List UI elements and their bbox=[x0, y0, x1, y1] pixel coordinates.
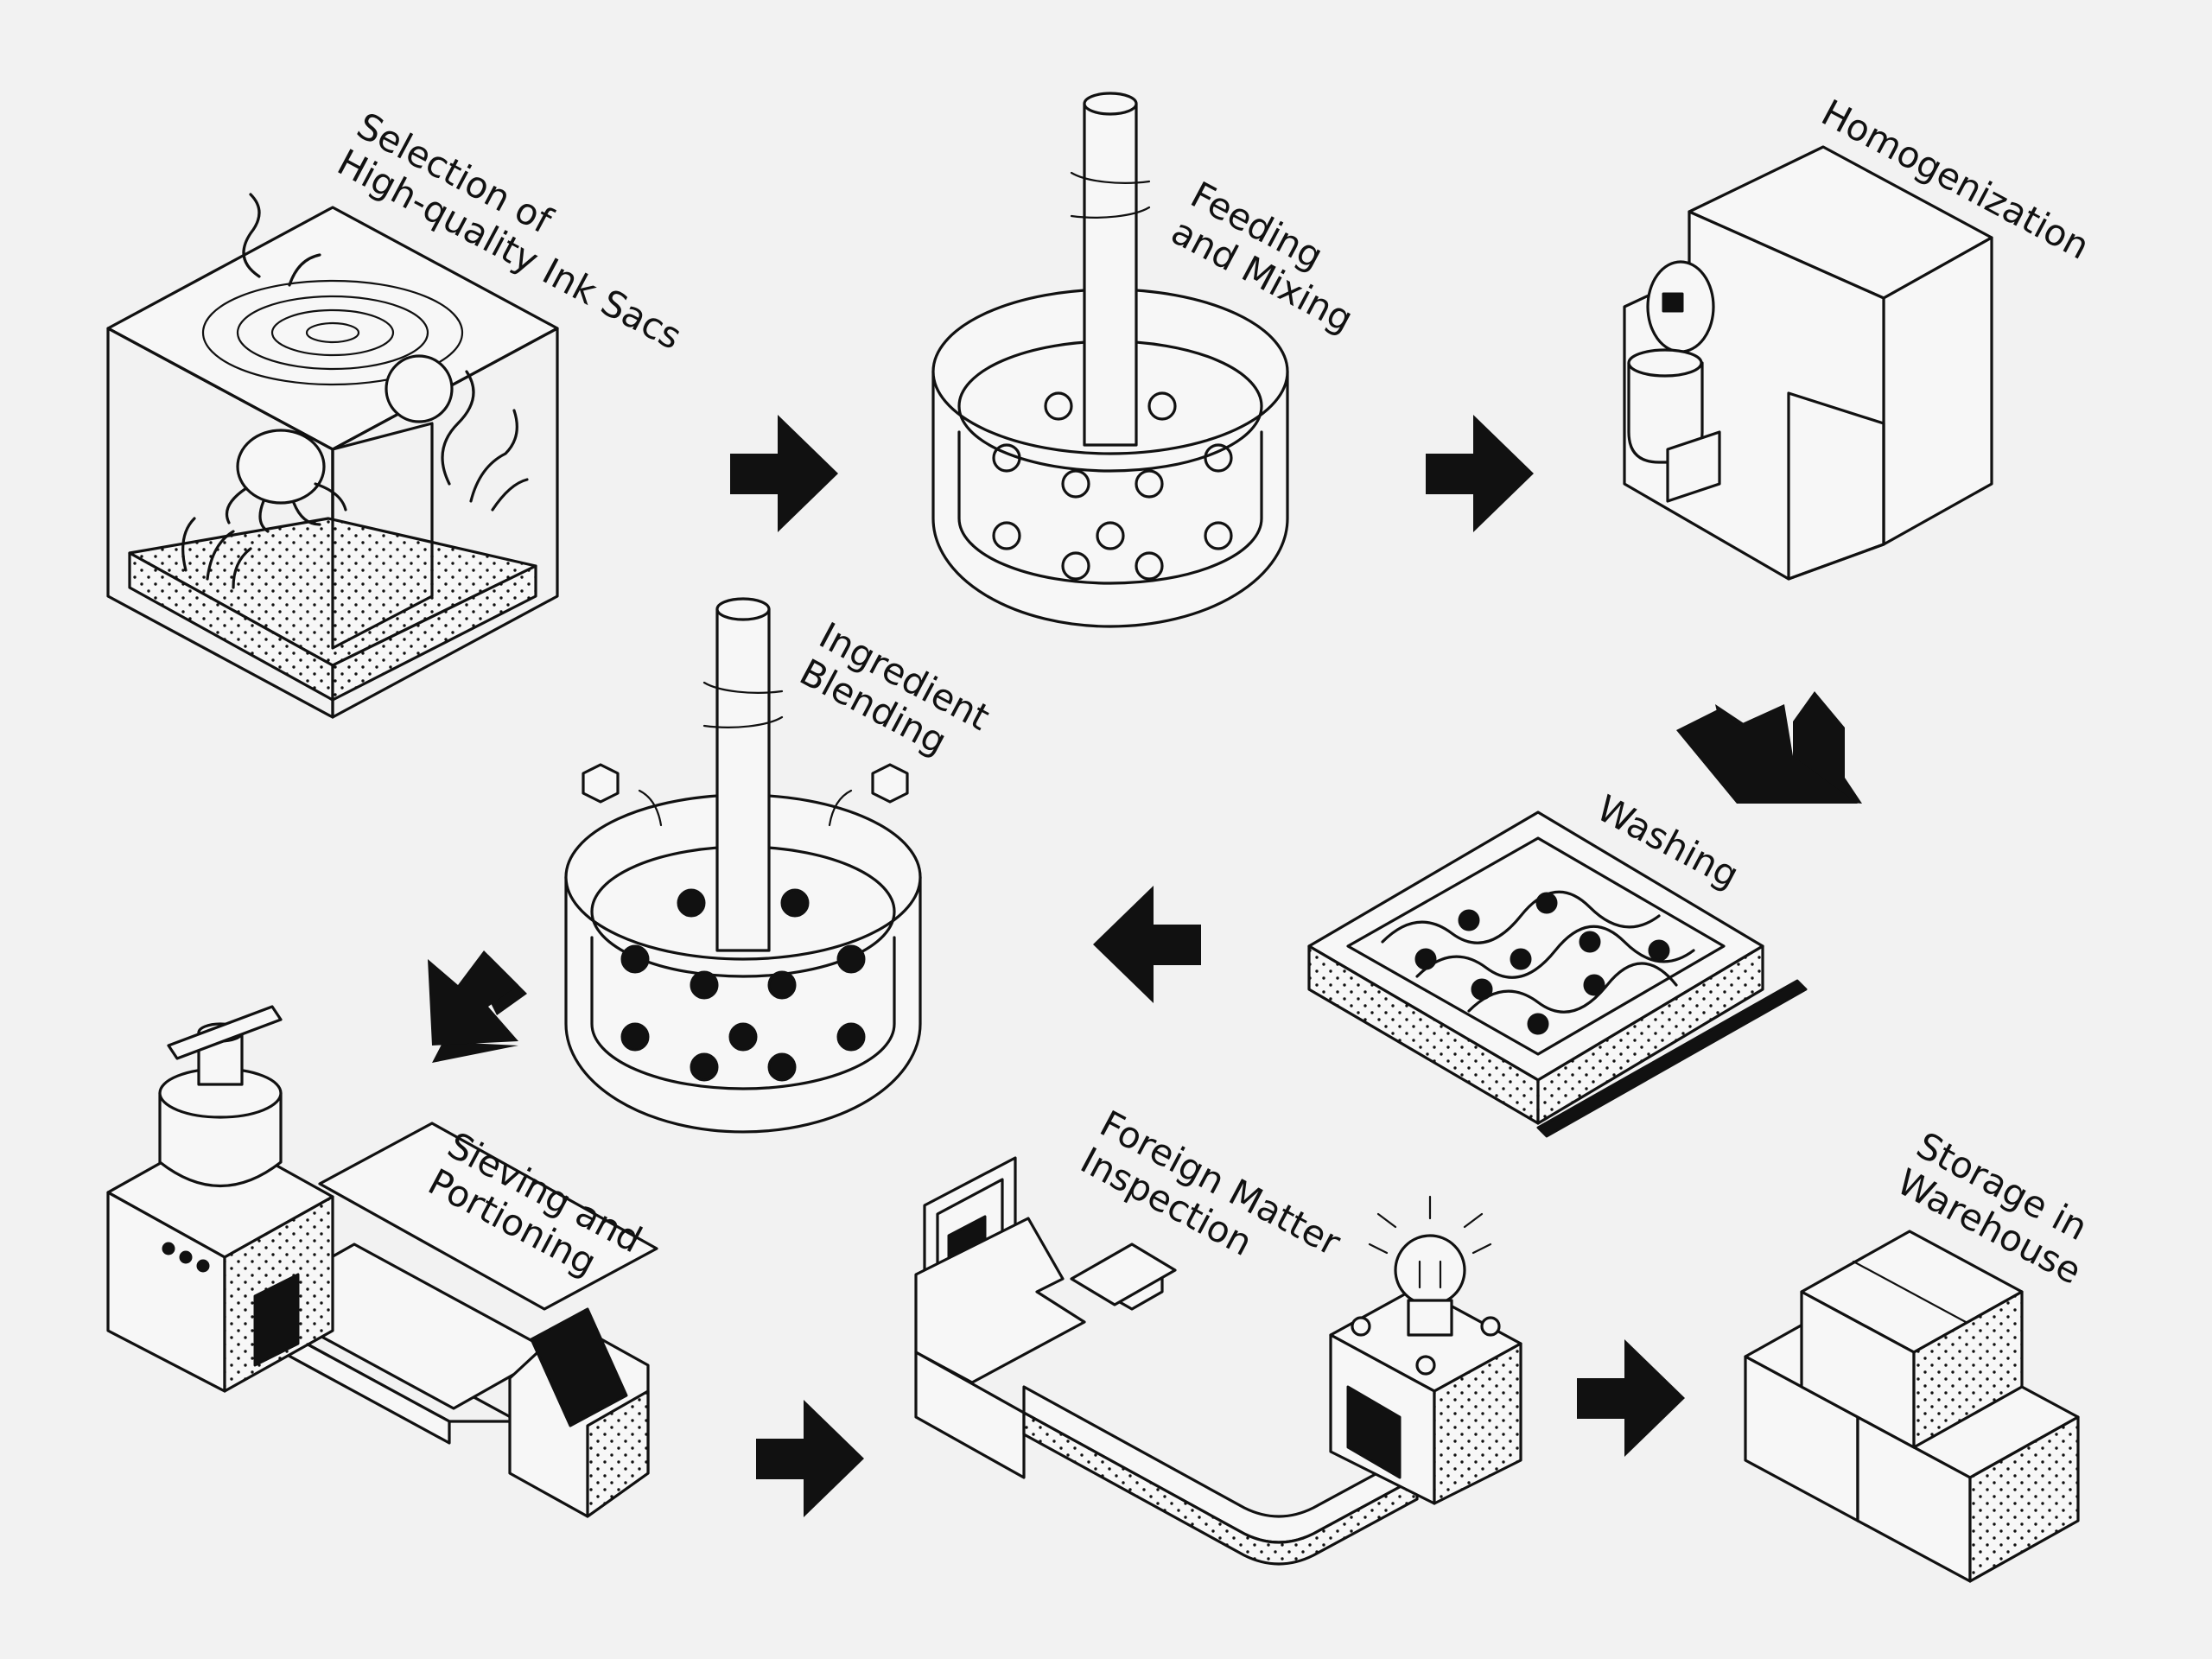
homogenizer-illustration bbox=[1623, 145, 1993, 581]
sieving-machine-illustration bbox=[106, 1005, 658, 1518]
mixing-tank-illustration bbox=[931, 92, 1289, 628]
flow-arrow-left-1 bbox=[1093, 886, 1201, 1003]
aquarium-tank-illustration bbox=[106, 193, 559, 719]
washing-tray-illustration bbox=[1307, 810, 1808, 1138]
inspection-machine-illustration bbox=[914, 1156, 1522, 1566]
flow-arrow-right-3 bbox=[756, 1400, 864, 1517]
step-5-label: Ingredient Blending bbox=[793, 614, 1007, 781]
warehouse-boxes-illustration bbox=[1744, 1230, 2080, 1583]
flow-arrow-right-4 bbox=[1577, 1339, 1685, 1457]
flow-arrow-right-2 bbox=[1426, 415, 1534, 532]
blending-tank-illustration bbox=[564, 597, 922, 1134]
flow-arrow-right-1 bbox=[730, 415, 838, 532]
